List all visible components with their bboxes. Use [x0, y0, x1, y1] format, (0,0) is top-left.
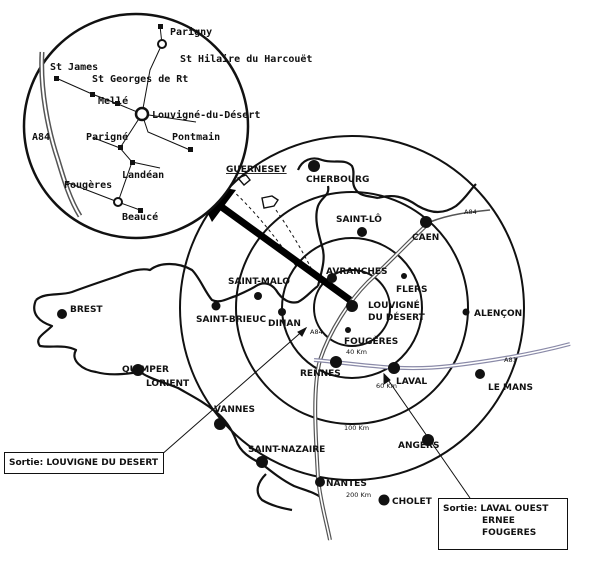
island-label-guernesey: GUERNESEY [226, 165, 287, 175]
road-label-a81: A81 [504, 356, 517, 364]
inset-label-louvigne: Louvigné-du-Désert [152, 109, 260, 121]
inset-map: Parigny St Hilaire du Harcouët St James … [22, 12, 312, 240]
small-labels: A84 A84 A81 40 Km 60 Km 100 Km 200 Km [310, 208, 517, 499]
city-label-avranches: AVRANCHES [326, 267, 388, 277]
inset-label-pontmain: Pontmain [172, 131, 220, 143]
ring-40km [313, 269, 391, 347]
inset-label-beauce: Beaucé [122, 211, 158, 223]
island-guernsey [236, 174, 251, 186]
city-label-alencon: ALENÇON [474, 309, 522, 319]
inset-label-st-hilaire: St Hilaire du Harcouët [180, 53, 312, 65]
exit-line-fougeres: FOUGERES [482, 528, 537, 538]
islands [236, 174, 279, 209]
city-label-saint-nazaire: SAINT-NAZAIRE [248, 445, 325, 455]
ring-label-60km: 60 Km [376, 382, 397, 390]
city-label-lorient: LORIENT [146, 379, 190, 389]
city-label-cherbourg: CHERBOURG [306, 175, 369, 185]
road-label-a84-caen: A84 [464, 208, 477, 216]
city-labels: CHERBOURG SAINT-LÔ CAEN AVRANCHES FLERS … [70, 165, 533, 507]
inset-label-parigne: Parigné [86, 131, 128, 143]
city-label-du-desert: DU DÉSERT [368, 311, 426, 323]
ring-label-100km: 100 Km [344, 424, 369, 432]
inset-label-parigny: Parigny [170, 26, 212, 38]
inset-label-a84: A84 [32, 132, 50, 143]
inset-label-st-james: St James [50, 62, 98, 73]
city-label-laval: LAVAL [396, 377, 427, 387]
ring-200km [179, 135, 525, 481]
city-markers [57, 160, 485, 506]
city-label-cholet: CHOLET [392, 497, 433, 507]
city-label-saint-malo: SAINT-MALO [228, 277, 290, 287]
exit-box-louvigne: Sortie: LOUVIGNE DU DESERT [4, 452, 164, 474]
inset-labels: Parigny St Hilaire du Harcouët St James … [32, 26, 312, 223]
exit-box-laval: Sortie: LAVAL OUEST ERNEE FOUGERES [438, 498, 568, 550]
ring-label-200km: 200 Km [346, 491, 371, 499]
city-label-saint-brieuc: SAINT-BRIEUC [196, 315, 266, 325]
city-label-angers: ANGERS [398, 441, 439, 451]
city-label-nantes: NANTES [326, 479, 367, 489]
ring-label-40km: 40 Km [346, 348, 367, 356]
inset-markers [54, 24, 193, 213]
city-label-flers: FLERS [396, 285, 427, 295]
city-label-brest: BREST [70, 305, 103, 315]
ferry-routes [231, 189, 313, 271]
road-label-a84-rennes: A84 [310, 328, 323, 336]
city-label-dinan: DINAN [268, 319, 301, 329]
inset-label-st-georges: St Georges de Rt [92, 74, 188, 85]
exit-text-louvigne: Sortie: LOUVIGNE DU DESERT [9, 458, 159, 468]
city-label-le-mans: LE MANS [488, 383, 533, 393]
inset-label-melle: Mellé [98, 95, 128, 107]
city-label-rennes: RENNES [300, 369, 341, 379]
ring-100km [235, 191, 469, 425]
city-label-vannes: VANNES [214, 405, 255, 415]
inset-label-landean: Landéan [122, 169, 164, 181]
city-label-fougeres: FOUGÈRES [344, 335, 398, 347]
city-label-caen: CAEN [412, 233, 439, 243]
exit-line-ernee: ERNEE [482, 516, 515, 526]
exit-prefix-laval: Sortie: [443, 504, 478, 514]
city-label-louvigne: LOUVIGNÉ [368, 299, 420, 311]
motorways [313, 209, 571, 541]
exit-line-laval-ouest: LAVAL OUEST [480, 504, 549, 514]
city-label-saint-lo: SAINT-LÔ [336, 213, 382, 225]
inset-label-fougeres: Fougères [64, 179, 112, 191]
city-label-quimper: QUIMPER [122, 365, 169, 375]
distance-rings [179, 135, 525, 481]
